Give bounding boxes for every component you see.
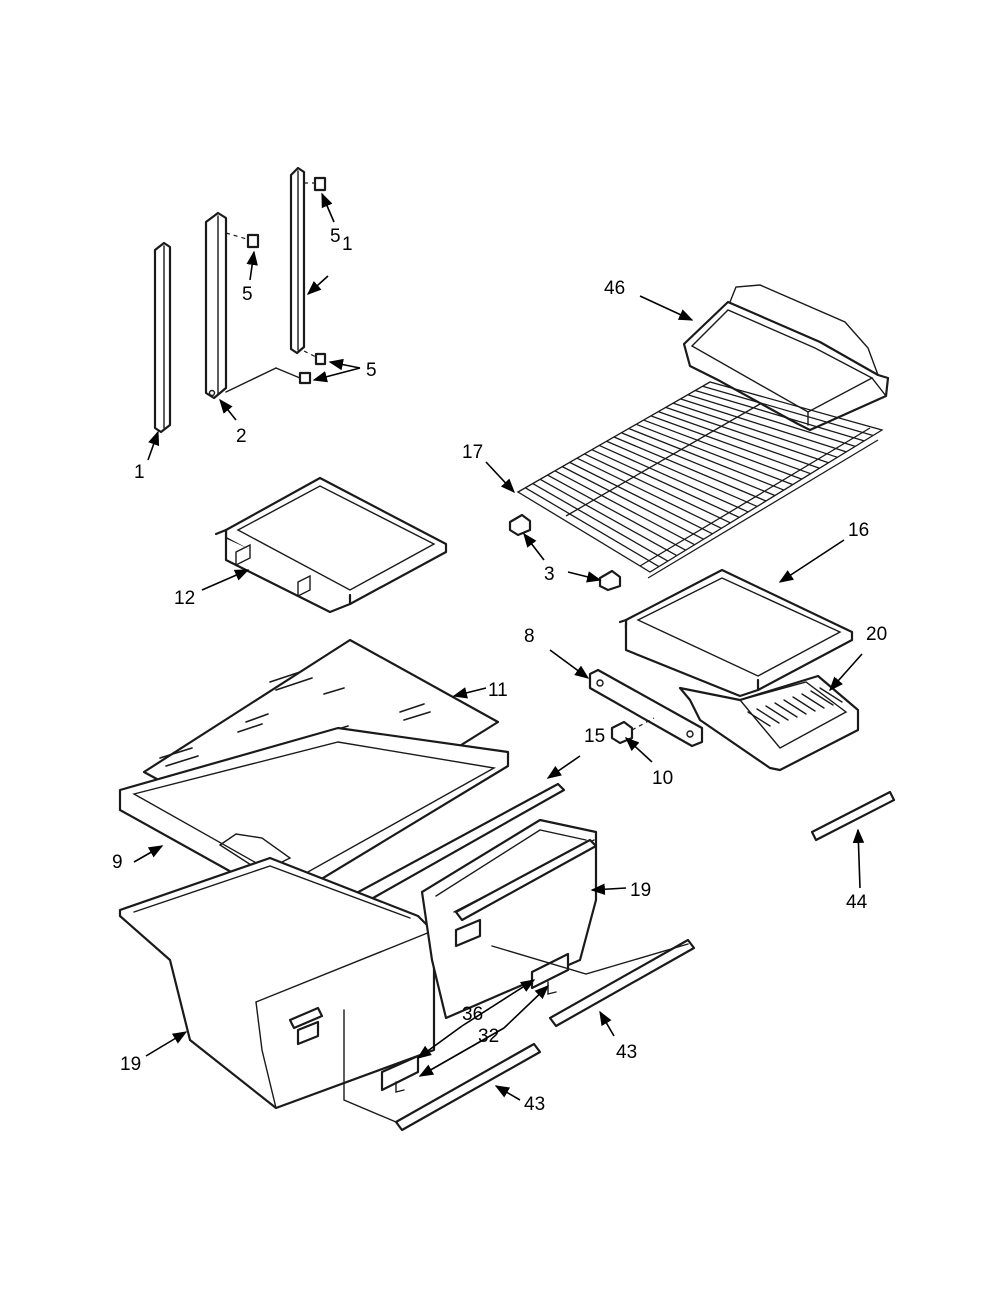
callout-9: 9 [112, 852, 123, 873]
callout-5-center: 5 [242, 284, 253, 305]
shelf-wire [554, 470, 695, 546]
shelf-wire [613, 436, 767, 502]
callout-32: 32 [478, 1026, 499, 1047]
callout-10: 10 [652, 768, 673, 789]
shelf-wire [539, 478, 678, 557]
shelf-wire [525, 487, 660, 568]
shelf-wire [635, 423, 794, 486]
callout-44: 44 [846, 892, 868, 913]
shelf-wire [650, 415, 811, 475]
shelf-wire [584, 453, 731, 524]
callout-11: 11 [488, 680, 508, 701]
callout-20: 20 [866, 624, 887, 645]
callout-43-left: 43 [524, 1094, 545, 1115]
drawer-vent-slot [819, 687, 843, 703]
drawer-trim-right [548, 938, 696, 1028]
callout-1-right: 1 [342, 234, 353, 255]
drawer-vent-slot [783, 699, 807, 715]
drawer-vent-slot [801, 693, 825, 709]
callout-12: 12 [174, 588, 195, 609]
drawer-clips [380, 952, 570, 1093]
callout-5-top: 5 [330, 226, 341, 247]
shelf-wire [672, 402, 838, 458]
callout-3: 3 [544, 564, 555, 585]
crisper-drawer-left [118, 856, 436, 1110]
shelf-wire [576, 457, 722, 529]
callout-15: 15 [584, 726, 605, 747]
callout-19-right: 19 [630, 880, 651, 901]
shelf-wire [680, 398, 847, 453]
drawer-trim-left [394, 1042, 542, 1132]
callout-2: 2 [236, 426, 247, 447]
callout-1-left: 1 [134, 462, 145, 483]
shelf-wire [658, 411, 820, 469]
callout-43-right: 43 [616, 1042, 637, 1063]
assembly-lines [343, 943, 689, 1123]
shelf-wire [702, 385, 874, 437]
drawer-vent-slot [747, 711, 771, 727]
callout-16: 16 [848, 520, 869, 541]
drawer-vent-slot [765, 705, 789, 721]
callout-17: 17 [462, 442, 483, 463]
shelf-wire [562, 466, 704, 540]
drawer-vent-slot [774, 702, 798, 718]
deli-trim [810, 790, 896, 842]
shelf-wire [606, 440, 758, 508]
glass-shelf-small [214, 476, 448, 614]
shelf-wire [695, 389, 865, 442]
shelf-rail-left [153, 241, 172, 434]
leader-lines [133, 192, 865, 1101]
shelf-wire [665, 406, 829, 464]
shelf-wire [598, 444, 749, 513]
callout-19-left: 19 [120, 1054, 141, 1075]
shelf-rail-right [289, 166, 306, 355]
shelf-wire [547, 474, 687, 551]
wire-shelf [516, 381, 884, 579]
rail-screws [225, 176, 327, 393]
callout-46: 46 [604, 278, 625, 299]
callout-36: 36 [462, 1004, 483, 1025]
shelf-wire [532, 482, 669, 562]
callout-5-bottom: 5 [366, 360, 377, 381]
shelf-stops [508, 513, 622, 592]
shelf-rail-center [204, 211, 228, 400]
drawer-vent-slot [810, 690, 834, 706]
shelf-wire [628, 427, 785, 491]
bracket-screw [610, 717, 655, 745]
small-drawer [678, 674, 860, 772]
shelf-wire [569, 461, 713, 535]
drawer-vent-slot [756, 708, 780, 724]
shelf-wire [621, 432, 776, 497]
callout-8: 8 [524, 626, 535, 647]
shelf-wire [687, 394, 856, 448]
storage-bin [682, 284, 890, 432]
glass-shelf-drawer-cover [618, 568, 854, 698]
drawer-vent-slot [792, 696, 816, 712]
shelf-wire [643, 419, 802, 480]
shelf-wire [591, 449, 740, 518]
drawer-bracket [588, 668, 704, 748]
callout-labels: 1 1 2 3 5 5 5 8 9 10 11 12 15 16 17 19 1… [112, 226, 887, 1115]
